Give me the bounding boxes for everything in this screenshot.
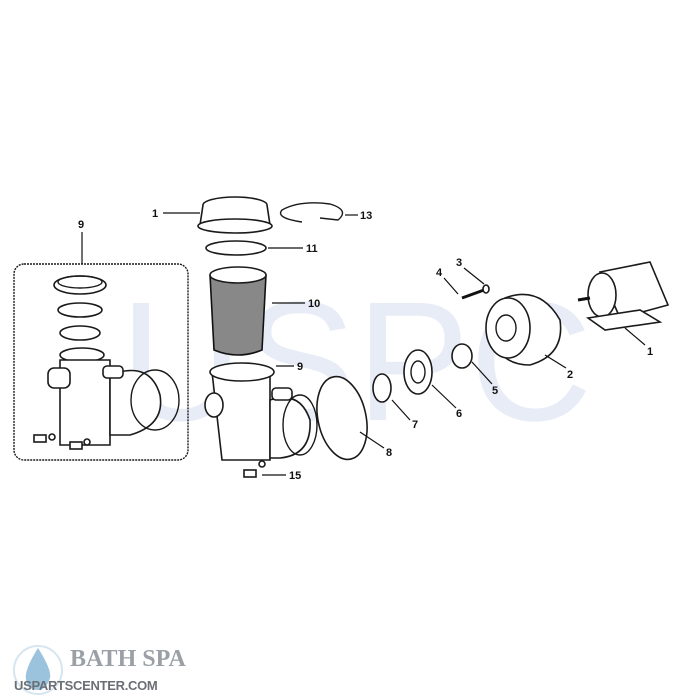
part-label-1-lid[interactable]: 1 [152, 208, 158, 220]
wear-ring [372, 373, 392, 403]
part-label-9-kit[interactable]: 9 [78, 219, 84, 231]
part-label-15[interactable]: 15 [289, 470, 301, 482]
part-label-2[interactable]: 2 [567, 369, 573, 381]
seal-plate [485, 293, 562, 366]
washer [482, 284, 490, 294]
lid-o-ring [205, 240, 267, 256]
part-label-6[interactable]: 6 [456, 408, 462, 420]
water-drop-icon [13, 645, 63, 695]
pump-housing [204, 362, 318, 478]
part-label-7[interactable]: 7 [412, 419, 418, 431]
part-label-11[interactable]: 11 [306, 243, 318, 255]
part-label-13[interactable]: 13 [360, 210, 372, 222]
part-label-9-housing[interactable]: 9 [297, 361, 303, 373]
part-label-4[interactable]: 4 [436, 267, 443, 279]
brand-logo [8, 640, 218, 696]
part-label-3[interactable]: 3 [456, 257, 462, 269]
lid [197, 196, 273, 234]
housing-gasket [316, 375, 368, 461]
clamp-ring [279, 202, 344, 223]
brand-name: BATH SPA [70, 646, 186, 672]
part-label-10[interactable]: 10 [308, 298, 320, 310]
impeller [451, 343, 473, 369]
kit-parts [33, 275, 180, 450]
part-label-5[interactable]: 5 [492, 385, 498, 397]
site-name: USPARTSCENTER.COM [14, 678, 158, 693]
part-label-1-motor[interactable]: 1 [647, 346, 653, 358]
screw [461, 288, 485, 300]
kit-outline [13, 263, 189, 461]
diffuser [403, 349, 433, 395]
part-label-8[interactable]: 8 [386, 447, 392, 459]
strainer-basket [209, 266, 267, 356]
motor [577, 261, 670, 331]
